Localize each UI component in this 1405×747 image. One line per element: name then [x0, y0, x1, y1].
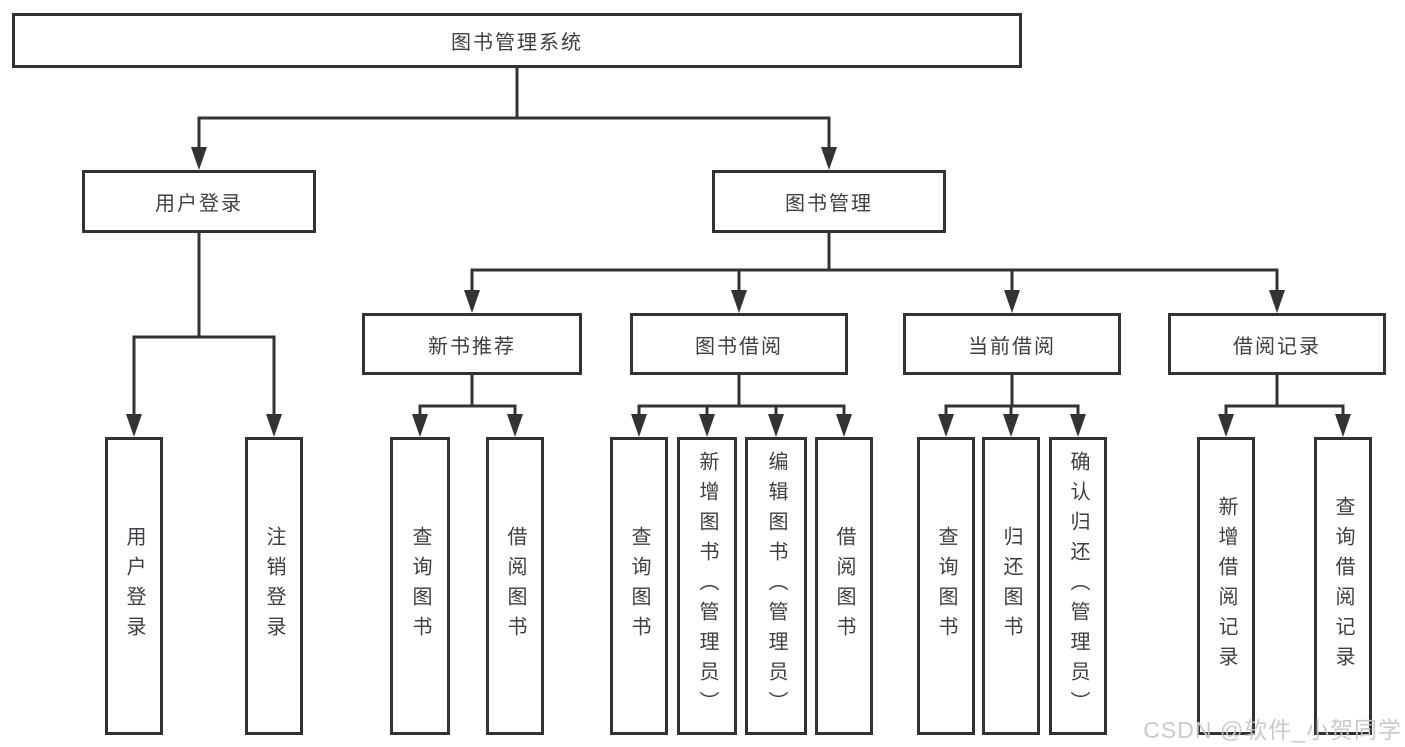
node-query-books-borrowing: 查询图书: [610, 437, 668, 735]
node-logout: 注销登录: [245, 437, 303, 735]
node-add-books-admin: 新增图书（管理员）: [677, 437, 737, 735]
node-borrow-books-borrowing: 借阅图书: [815, 437, 873, 735]
node-confirm-return-admin: 确认归还（管理员）: [1049, 437, 1107, 735]
node-add-borrow-record: 新增借阅记录: [1197, 437, 1255, 735]
node-query-borrow-record: 查询借阅记录: [1314, 437, 1372, 735]
node-user-login: 用户登录: [82, 170, 316, 233]
node-edit-books-admin: 编辑图书（管理员）: [745, 437, 807, 735]
node-book-management: 图书管理: [712, 170, 946, 233]
node-current-borrowing: 当前借阅: [903, 313, 1121, 375]
node-query-books-current: 查询图书: [917, 437, 975, 735]
node-book-borrowing: 图书借阅: [630, 313, 848, 375]
node-borrow-books-recommend: 借阅图书: [486, 437, 544, 735]
node-new-book-recommendation: 新书推荐: [362, 313, 582, 375]
node-query-books-recommend: 查询图书: [390, 437, 450, 735]
node-library-management-system: 图书管理系统: [12, 13, 1022, 68]
node-user-login-leaf: 用户登录: [105, 437, 163, 735]
node-return-books: 归还图书: [982, 437, 1040, 735]
node-borrowing-records: 借阅记录: [1168, 313, 1386, 375]
watermark: CSDN @软件_小贺同学: [1143, 717, 1402, 743]
